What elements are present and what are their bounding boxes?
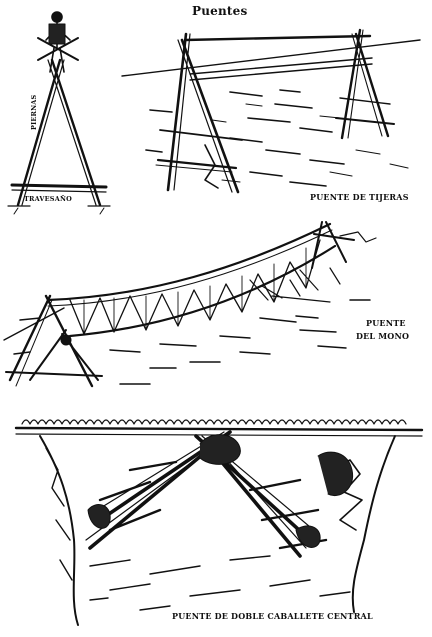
monkey-bridge-drawing	[3, 221, 377, 388]
page-title: Puentes	[192, 4, 248, 18]
person-figure	[45, 11, 71, 73]
double-trestle-bridge-drawing	[14, 419, 424, 626]
legs-label: PIERNAS	[30, 94, 38, 130]
double-trestle-bridge-label: PUENTE DE DOBLE CABALLETE CENTRAL	[172, 611, 373, 621]
monkey-bridge-label-line1: PUENTE	[366, 318, 406, 328]
scissor-bridge-label: PUENTE DE TIJERAS	[310, 192, 409, 202]
scissor-bridge-drawing	[121, 28, 421, 194]
monkey-bridge-label-line2: DEL MONO	[356, 331, 410, 341]
crossbar-label: TRAVESAÑO	[24, 195, 72, 203]
trestle-detail-drawing	[7, 11, 111, 215]
